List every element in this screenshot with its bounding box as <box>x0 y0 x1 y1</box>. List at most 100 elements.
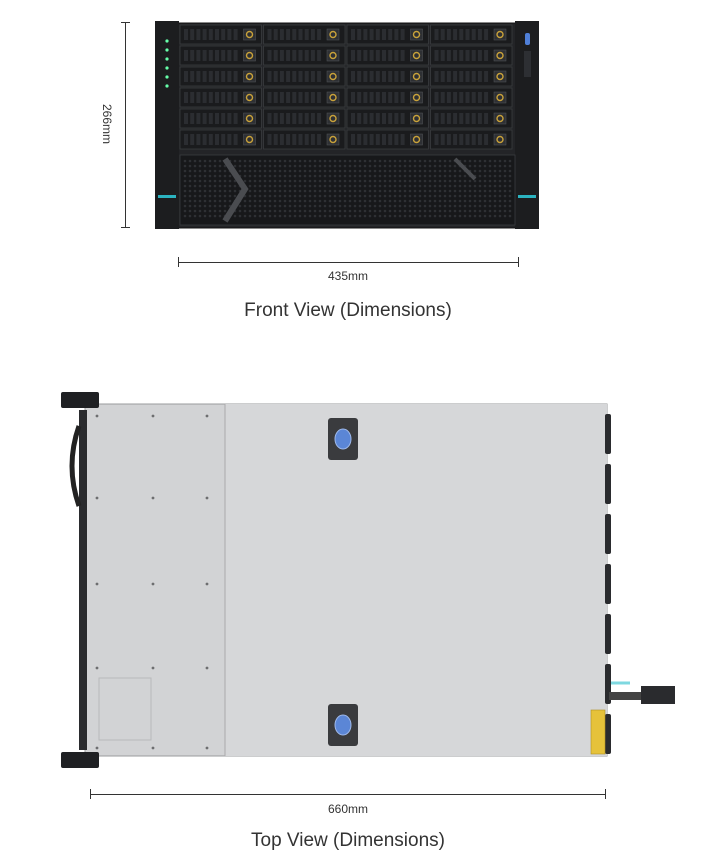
drive-release-ring <box>245 114 254 123</box>
drive-bay-vent <box>286 113 291 124</box>
drive-bay-vent <box>298 71 303 82</box>
drive-bay-vent <box>388 50 393 61</box>
drive-bay-vent <box>227 134 232 145</box>
drive-bay-vent <box>286 29 291 40</box>
drive-bay-vent <box>484 29 489 40</box>
drive-release-ring <box>329 114 337 123</box>
drive-bay-vent <box>298 50 303 61</box>
drive-bay-vent <box>267 71 272 82</box>
drive-bay-vent <box>351 92 355 103</box>
drive-bay-vent <box>484 113 489 124</box>
drive-bay-vent <box>351 50 355 61</box>
drive-bay-vent <box>375 134 380 145</box>
drive-bay-vent <box>304 71 309 82</box>
drive-release-ring <box>496 114 504 123</box>
drive-bay-vent <box>400 113 405 124</box>
drive-bay-vent <box>471 71 476 82</box>
status-led <box>165 84 169 88</box>
drive-bay-vent <box>357 134 362 145</box>
drive-latch <box>493 112 507 125</box>
drive-bay-vent <box>190 92 195 103</box>
rear-module-edge <box>605 514 611 554</box>
drive-bay-vent <box>292 29 297 40</box>
lid-screw <box>205 666 209 670</box>
drive-bay-vent <box>351 134 355 145</box>
drive-bay-vent <box>221 29 226 40</box>
drive-bay-vent <box>190 113 195 124</box>
lid-screw <box>205 496 209 500</box>
drive-bay-vent <box>310 71 315 82</box>
drive-bay-vent <box>477 29 482 40</box>
drive-latch <box>493 49 507 62</box>
drive-bay-vent <box>465 71 470 82</box>
front-chevron-right <box>453 157 477 181</box>
drive-release-ring <box>245 93 254 102</box>
drive-bay-vent <box>477 134 482 145</box>
drive-latch <box>410 133 423 146</box>
drive-bay-vent <box>484 92 489 103</box>
top-depth-dimension-tick-right <box>605 789 606 799</box>
drive-latch <box>326 91 340 104</box>
drive-bay-vent <box>317 92 322 103</box>
drive-bay-vent <box>267 134 272 145</box>
status-led <box>165 39 169 43</box>
drive-bay-vent <box>227 29 232 40</box>
drive-bay-vent <box>273 50 278 61</box>
drive-bay-vent <box>434 113 439 124</box>
drive-bay-vent <box>363 29 368 40</box>
drive-bay-vent <box>202 134 207 145</box>
drive-bay-vent <box>453 50 458 61</box>
drive-latch <box>410 70 423 83</box>
drive-bay-vent <box>440 113 445 124</box>
drive-bay-vent <box>208 113 213 124</box>
drive-bay-vent <box>292 92 297 103</box>
drive-release-ring <box>329 93 337 102</box>
drive-bay-vent <box>382 92 386 103</box>
front-width-dimension-line <box>178 262 519 263</box>
accent-strip-left <box>158 195 176 198</box>
drive-bay-vent <box>208 50 213 61</box>
front-height-dimension-line <box>125 22 126 228</box>
drive-bay-vent <box>465 134 470 145</box>
drive-bay-vent <box>273 134 278 145</box>
drive-bay-vent <box>184 29 188 40</box>
drive-latch <box>326 70 340 83</box>
drive-bay-vent <box>310 92 315 103</box>
drive-bay-vent <box>453 113 458 124</box>
drive-bay-vent <box>292 50 297 61</box>
drive-bay-vent <box>477 92 482 103</box>
drive-release-ring <box>496 51 504 60</box>
drive-bay-vent <box>434 71 439 82</box>
drive-bay-vent <box>310 113 315 124</box>
drive-release-ring <box>245 51 254 60</box>
drive-latch <box>410 28 423 41</box>
drive-bay-vent <box>279 92 284 103</box>
rack-ear-bottom <box>61 752 99 768</box>
drive-bay-vent <box>233 50 238 61</box>
drive-bay-vent <box>273 71 278 82</box>
drive-bay-vent <box>279 113 284 124</box>
drive-latch <box>243 91 256 104</box>
drive-bay-vent <box>233 29 238 40</box>
drive-bay-vent <box>184 113 188 124</box>
drive-release-ring <box>245 30 254 39</box>
drive-bay-vent <box>267 92 272 103</box>
drive-bay-vent <box>388 29 393 40</box>
drive-bay-vent <box>202 71 207 82</box>
drive-bay-vent <box>484 71 489 82</box>
drive-bay-vent <box>440 71 445 82</box>
drive-bay-vent <box>233 92 238 103</box>
status-led <box>165 57 169 61</box>
drive-bay-vent <box>400 71 405 82</box>
drive-bay-vent <box>471 29 476 40</box>
drive-bay-vent <box>440 92 445 103</box>
drive-bay-vent <box>369 92 374 103</box>
front-height-label: 266mm <box>100 103 114 144</box>
drive-bay-vent <box>357 50 362 61</box>
drive-bay-vent <box>400 50 405 61</box>
drive-bay-vent <box>369 71 374 82</box>
drive-bay-vent <box>471 50 476 61</box>
drive-latch <box>410 91 423 104</box>
drive-bay-vent <box>440 134 445 145</box>
drive-bay-vent <box>298 29 303 40</box>
